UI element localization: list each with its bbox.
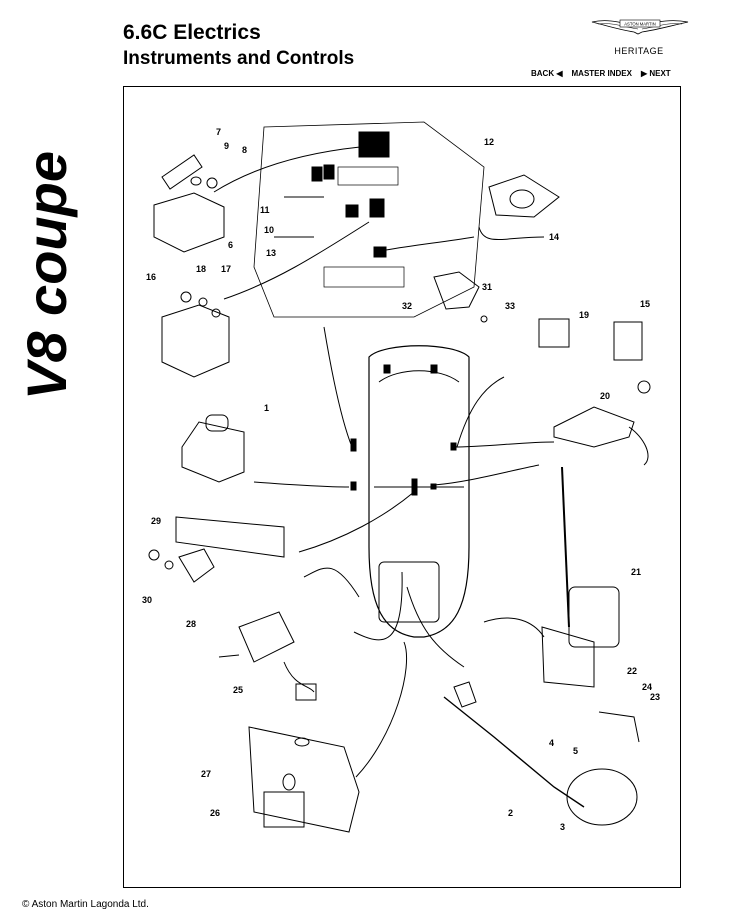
callout-29: 29 [151, 516, 161, 526]
callout-30: 30 [142, 595, 152, 605]
callout-17: 17 [221, 264, 231, 274]
callout-22: 22 [627, 666, 637, 676]
page-subtitle: Instruments and Controls [123, 48, 355, 69]
exploded-diagram: 7 9 8 6 11 10 13 12 14 16 18 17 31 32 33… [123, 86, 681, 888]
callout-23: 23 [650, 692, 660, 702]
callout-8: 8 [242, 145, 247, 155]
vertical-brand-logo: V8 coupe [15, 30, 78, 410]
callout-19: 19 [579, 310, 589, 320]
callout-21: 21 [631, 567, 641, 577]
callout-5: 5 [573, 746, 578, 756]
callout-25: 25 [233, 685, 243, 695]
callout-10: 10 [264, 225, 274, 235]
callout-33: 33 [505, 301, 515, 311]
title-block: 6.6C Electrics Instruments and Controls [123, 20, 354, 72]
section-title: 6.6C Electrics [123, 21, 261, 44]
callout-27: 27 [201, 769, 211, 779]
aston-martin-logo: ASTON MARTIN [590, 10, 690, 44]
next-arrow-icon: ▶ [640, 69, 648, 78]
callout-4: 4 [549, 738, 554, 748]
car-outline [350, 345, 470, 638]
callout-20: 20 [600, 391, 610, 401]
callout-16: 16 [146, 272, 156, 282]
callout-26: 26 [210, 808, 220, 818]
callout-32: 32 [402, 301, 412, 311]
callout-1: 1 [264, 403, 269, 413]
callout-31: 31 [482, 282, 492, 292]
callout-9: 9 [224, 141, 229, 151]
callout-7: 7 [216, 127, 221, 137]
logo-wordmark: ASTON MARTIN [624, 22, 656, 27]
dashboard-fuse-panel [253, 121, 485, 318]
next-link[interactable]: ▶ NEXT [641, 69, 671, 78]
callout-18: 18 [196, 264, 206, 274]
callout-13: 13 [266, 248, 276, 258]
callout-6: 6 [228, 240, 233, 250]
callout-24: 24 [642, 682, 652, 692]
callout-3: 3 [560, 822, 565, 832]
callout-15: 15 [640, 299, 650, 309]
brand-wordmark: V8 coupe [18, 151, 78, 400]
callout-14: 14 [549, 232, 559, 242]
page-navigation: BACK ◀ MASTER INDEX ▶ NEXT [531, 69, 671, 78]
next-label: NEXT [649, 69, 671, 78]
heritage-label: HERITAGE [614, 46, 664, 56]
callout-2: 2 [508, 808, 513, 818]
callout-28: 28 [186, 619, 196, 629]
master-index-link[interactable]: MASTER INDEX [571, 69, 632, 78]
back-arrow-icon: ◀ [556, 69, 563, 78]
back-label: BACK [531, 69, 555, 78]
callout-11: 11 [260, 205, 270, 215]
copyright-footer: © Aston Martin Lagonda Ltd. [22, 899, 149, 910]
callout-12: 12 [484, 137, 494, 147]
back-link[interactable]: BACK ◀ [531, 69, 563, 78]
